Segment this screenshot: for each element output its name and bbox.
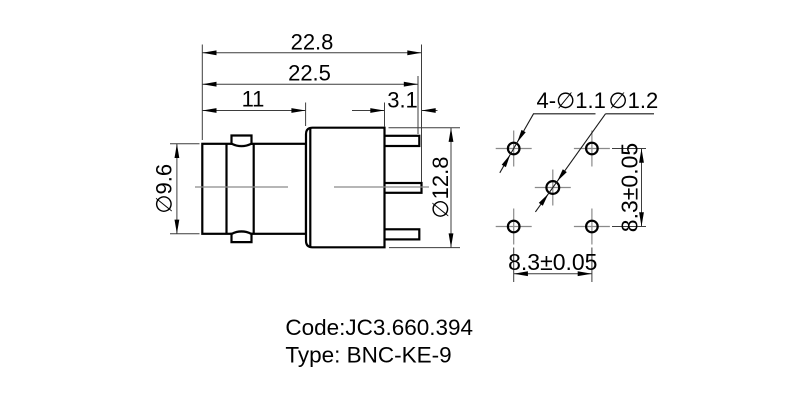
arrowhead bbox=[538, 193, 549, 206]
dimension-dia-12-8: ∅12.8 bbox=[388, 127, 460, 249]
mounting-holes bbox=[506, 141, 599, 234]
arrowhead bbox=[501, 154, 511, 168]
middle-pin bbox=[382, 181, 423, 194]
arrowhead bbox=[174, 143, 180, 158]
part-type-text: Type: BNC-KE-9 bbox=[285, 342, 451, 367]
hole-bottom-right bbox=[585, 219, 599, 234]
arrowhead bbox=[639, 148, 644, 163]
dimension-22-8: 22.8 bbox=[201, 29, 422, 182]
arrowhead bbox=[517, 129, 526, 143]
arrowhead bbox=[403, 81, 418, 87]
footprint-view: 4-∅1.1 ∅1.2 8.3±0.05 8.3±0.05 bbox=[495, 88, 659, 282]
bayonet-lug-bottom bbox=[230, 232, 253, 244]
side-view: 22.8 22.5 11 3.1 bbox=[152, 29, 460, 249]
leader-center-hole: ∅1.2 bbox=[534, 88, 659, 213]
hole-bottom-left bbox=[506, 219, 521, 234]
arrowhead bbox=[513, 271, 528, 277]
dim-horizontal-pitch-text: 8.3±0.05 bbox=[508, 249, 597, 275]
hole-top-right bbox=[585, 141, 599, 156]
dim-outer-pin-length-text: 22.5 bbox=[288, 61, 331, 86]
dimension-dia-9-6: ∅9.6 bbox=[152, 143, 200, 235]
label-corner-holes-text: 4-∅1.1 bbox=[537, 88, 606, 113]
dimension-11: 11 bbox=[202, 86, 307, 126]
bottom-pin bbox=[382, 228, 421, 241]
dimension-vertical-pitch: 8.3±0.05 bbox=[612, 143, 646, 232]
dim-body-diameter-text: ∅12.8 bbox=[428, 157, 453, 219]
dimension-22-5: 22.5 bbox=[202, 61, 419, 134]
title-block: Code:JC3.660.394 Type: BNC-KE-9 bbox=[285, 315, 473, 367]
arrowhead bbox=[291, 108, 306, 113]
arrowhead bbox=[421, 108, 436, 113]
arrowhead bbox=[448, 233, 454, 248]
leader-corner-holes: 4-∅1.1 bbox=[499, 88, 606, 174]
dim-coupling-length-text: 11 bbox=[242, 86, 265, 111]
bayonet-lug-top-arc bbox=[230, 142, 253, 148]
dimension-horizontal-pitch: 8.3±0.05 bbox=[508, 247, 597, 282]
top-pin bbox=[382, 134, 421, 148]
hole-center bbox=[545, 180, 561, 196]
hole-top-left bbox=[506, 141, 521, 156]
dim-total-length-text: 22.8 bbox=[291, 29, 334, 54]
arrowhead bbox=[202, 108, 217, 113]
arrowhead bbox=[202, 81, 217, 87]
solder-pins bbox=[382, 134, 423, 241]
part-code-text: Code:JC3.660.394 bbox=[285, 315, 473, 340]
dim-pin-protrusion-text: 3.1 bbox=[387, 87, 418, 112]
arrowhead bbox=[370, 108, 385, 113]
arrowhead bbox=[448, 127, 454, 142]
dimension-3-1: 3.1 bbox=[352, 87, 438, 127]
dim-vertical-pitch-text: 8.3±0.05 bbox=[617, 143, 643, 232]
bayonet-lug-bottom-arc bbox=[230, 230, 253, 235]
arrowhead bbox=[639, 212, 644, 227]
bayonet-lug-top bbox=[230, 134, 253, 145]
arrowhead bbox=[202, 50, 217, 56]
coupling-barrel bbox=[201, 134, 308, 244]
arrowhead bbox=[557, 169, 567, 182]
arrowhead bbox=[577, 271, 592, 277]
hole-centerline-crosses bbox=[495, 130, 610, 245]
arrowhead bbox=[407, 50, 422, 56]
dim-coupling-diameter-text: ∅9.6 bbox=[152, 164, 177, 214]
label-center-hole-text: ∅1.2 bbox=[609, 88, 659, 113]
arrowhead bbox=[174, 219, 180, 234]
